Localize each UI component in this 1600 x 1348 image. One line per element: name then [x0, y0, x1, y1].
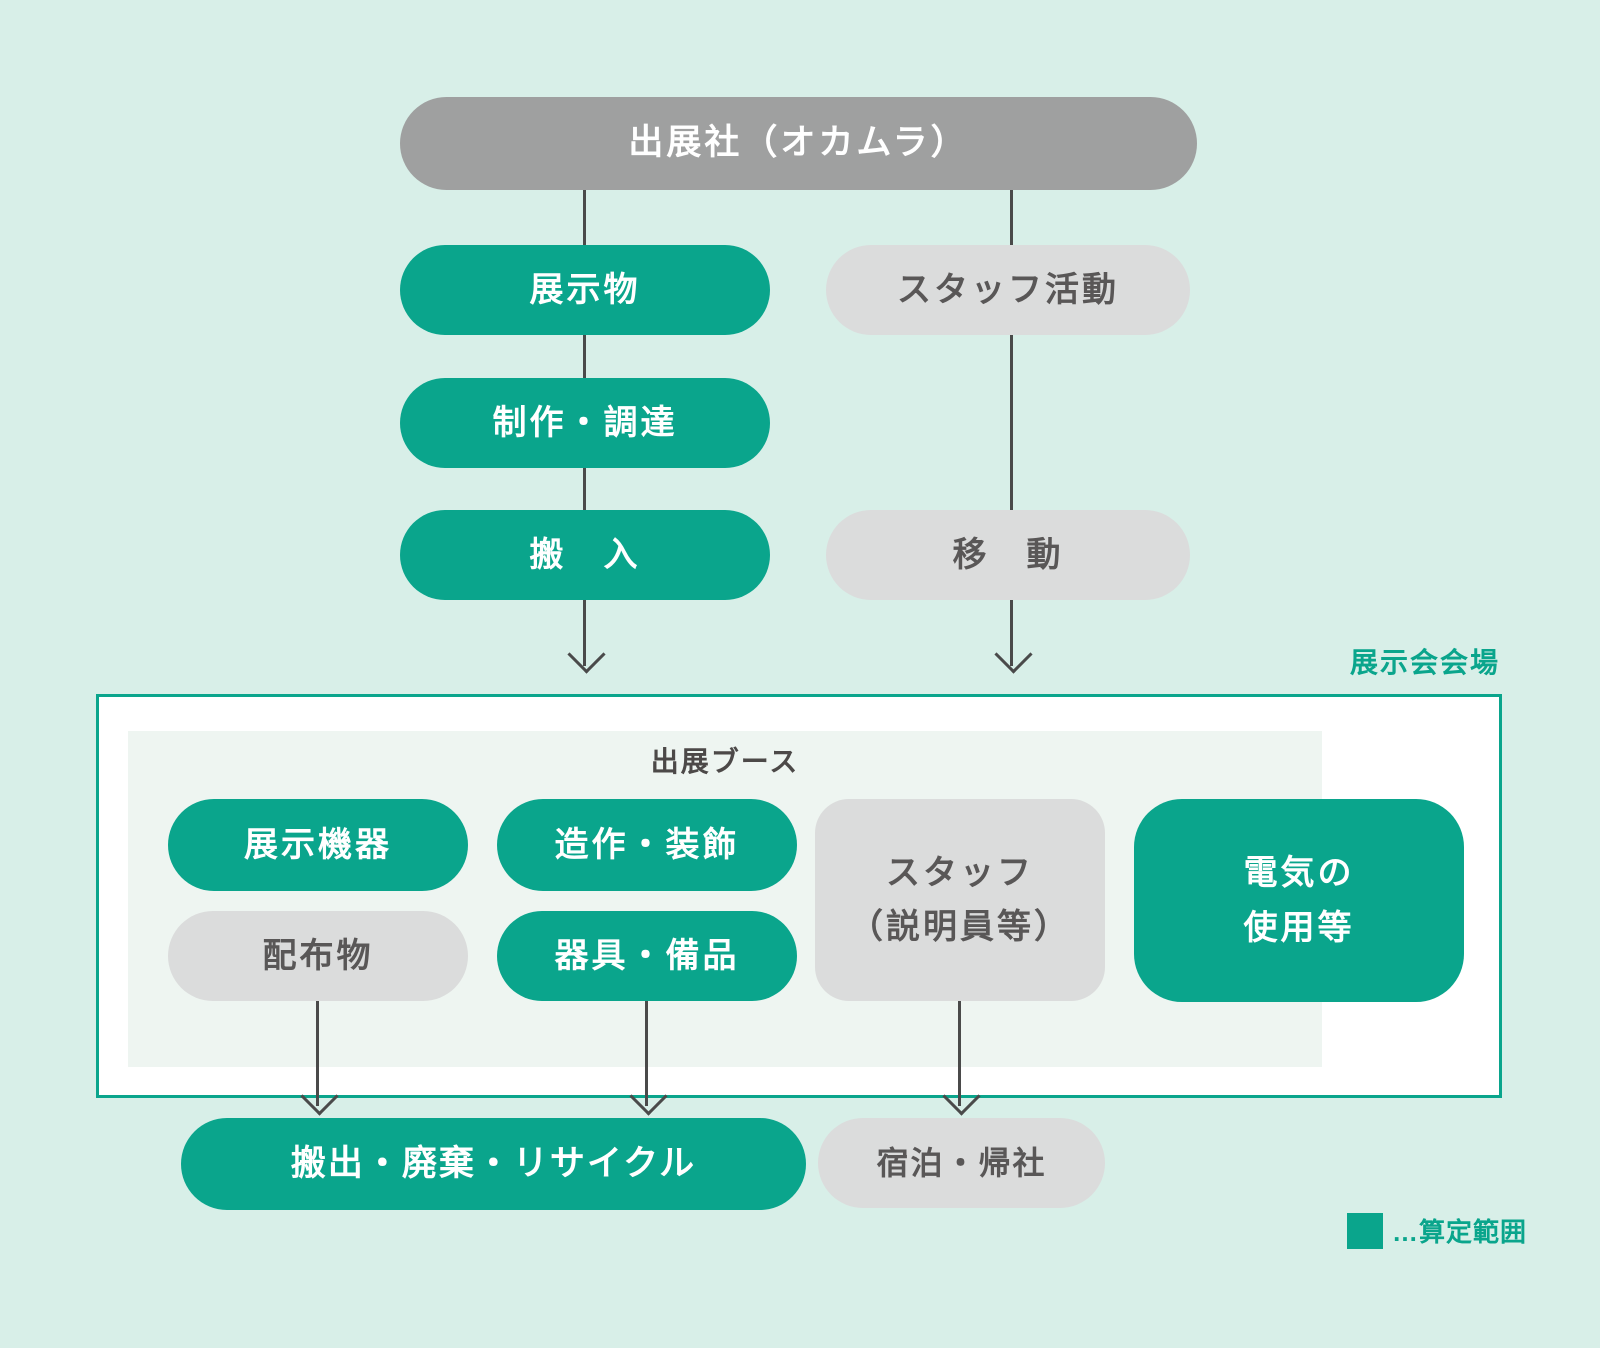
connector-line — [583, 335, 586, 378]
arrow-line — [583, 600, 586, 666]
node-handouts: 配布物 — [168, 911, 468, 1001]
arrow-line — [1010, 600, 1013, 666]
connector-line — [1010, 335, 1013, 510]
arrow-line — [316, 1001, 319, 1106]
arrow-line — [958, 1001, 961, 1106]
node-construction-decoration: 造作・装飾 — [497, 799, 797, 891]
node-carry-out: 搬出・廃棄・リサイクル — [181, 1118, 806, 1210]
venue-label: 展示会会場 — [1349, 647, 1500, 678]
node-staff-activity: スタッフ活動 — [826, 245, 1190, 335]
connector-line — [583, 468, 586, 510]
node-display-equipment: 展示機器 — [168, 799, 468, 891]
node-exhibitor: 出展社（オカムラ） — [400, 97, 1197, 190]
arrow-down-icon — [567, 635, 606, 674]
node-production-procurement: 制作・調達 — [400, 378, 770, 468]
legend-label: …算定範囲 — [1392, 1217, 1528, 1247]
node-movement: 移 動 — [826, 510, 1190, 600]
connector-line — [1010, 190, 1013, 245]
legend-swatch — [1347, 1212, 1383, 1249]
booth-box — [128, 731, 1322, 1067]
node-electricity-use: 電気の 使用等 — [1134, 799, 1464, 1002]
connector-line — [583, 190, 586, 245]
legend: …算定範囲 — [1347, 1212, 1527, 1249]
node-tools-equipment: 器具・備品 — [497, 911, 797, 1001]
arrow-down-icon — [994, 635, 1033, 674]
node-staff-explainers: スタッフ （説明員等） — [815, 799, 1105, 1001]
node-carry-in: 搬 入 — [400, 510, 770, 600]
node-lodging-return: 宿泊・帰社 — [818, 1118, 1105, 1208]
booth-label: 出展ブース — [650, 746, 800, 777]
node-exhibits: 展示物 — [400, 245, 770, 335]
arrow-line — [645, 1001, 648, 1106]
